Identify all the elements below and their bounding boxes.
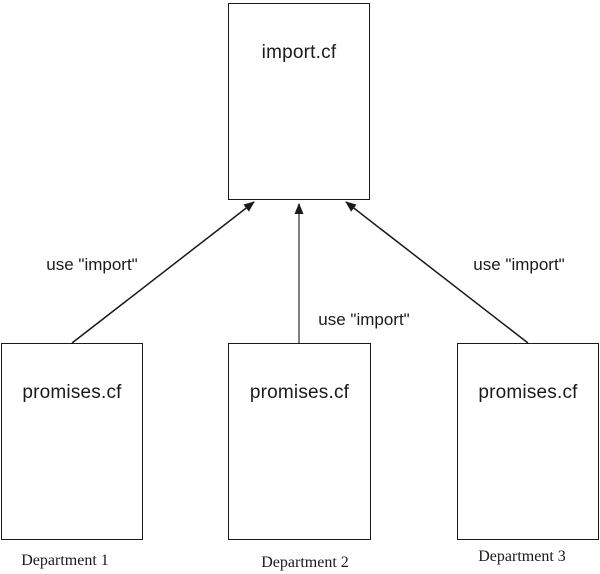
caption-dept1: Department 1 [21,552,109,569]
node-promises-label: promises.cf [249,382,350,403]
edge-label-dept2: use "import" [318,310,410,329]
node-promises-label: promises.cf [478,382,578,403]
edge-label-dept3: use "import" [473,255,565,274]
node-promises-cf-dept1: promises.cf [1,343,143,540]
node-promises-cf-dept2: promises.cf [228,343,371,540]
caption-dept2: Department 2 [261,554,349,571]
node-import-label: import.cf [261,42,337,63]
caption-dept3: Department 3 [478,548,566,565]
node-promises-cf-dept3: promises.cf [457,343,599,540]
node-import-cf: import.cf [228,3,370,200]
edge-label-dept1: use "import" [46,255,138,274]
node-promises-label: promises.cf [22,382,122,403]
